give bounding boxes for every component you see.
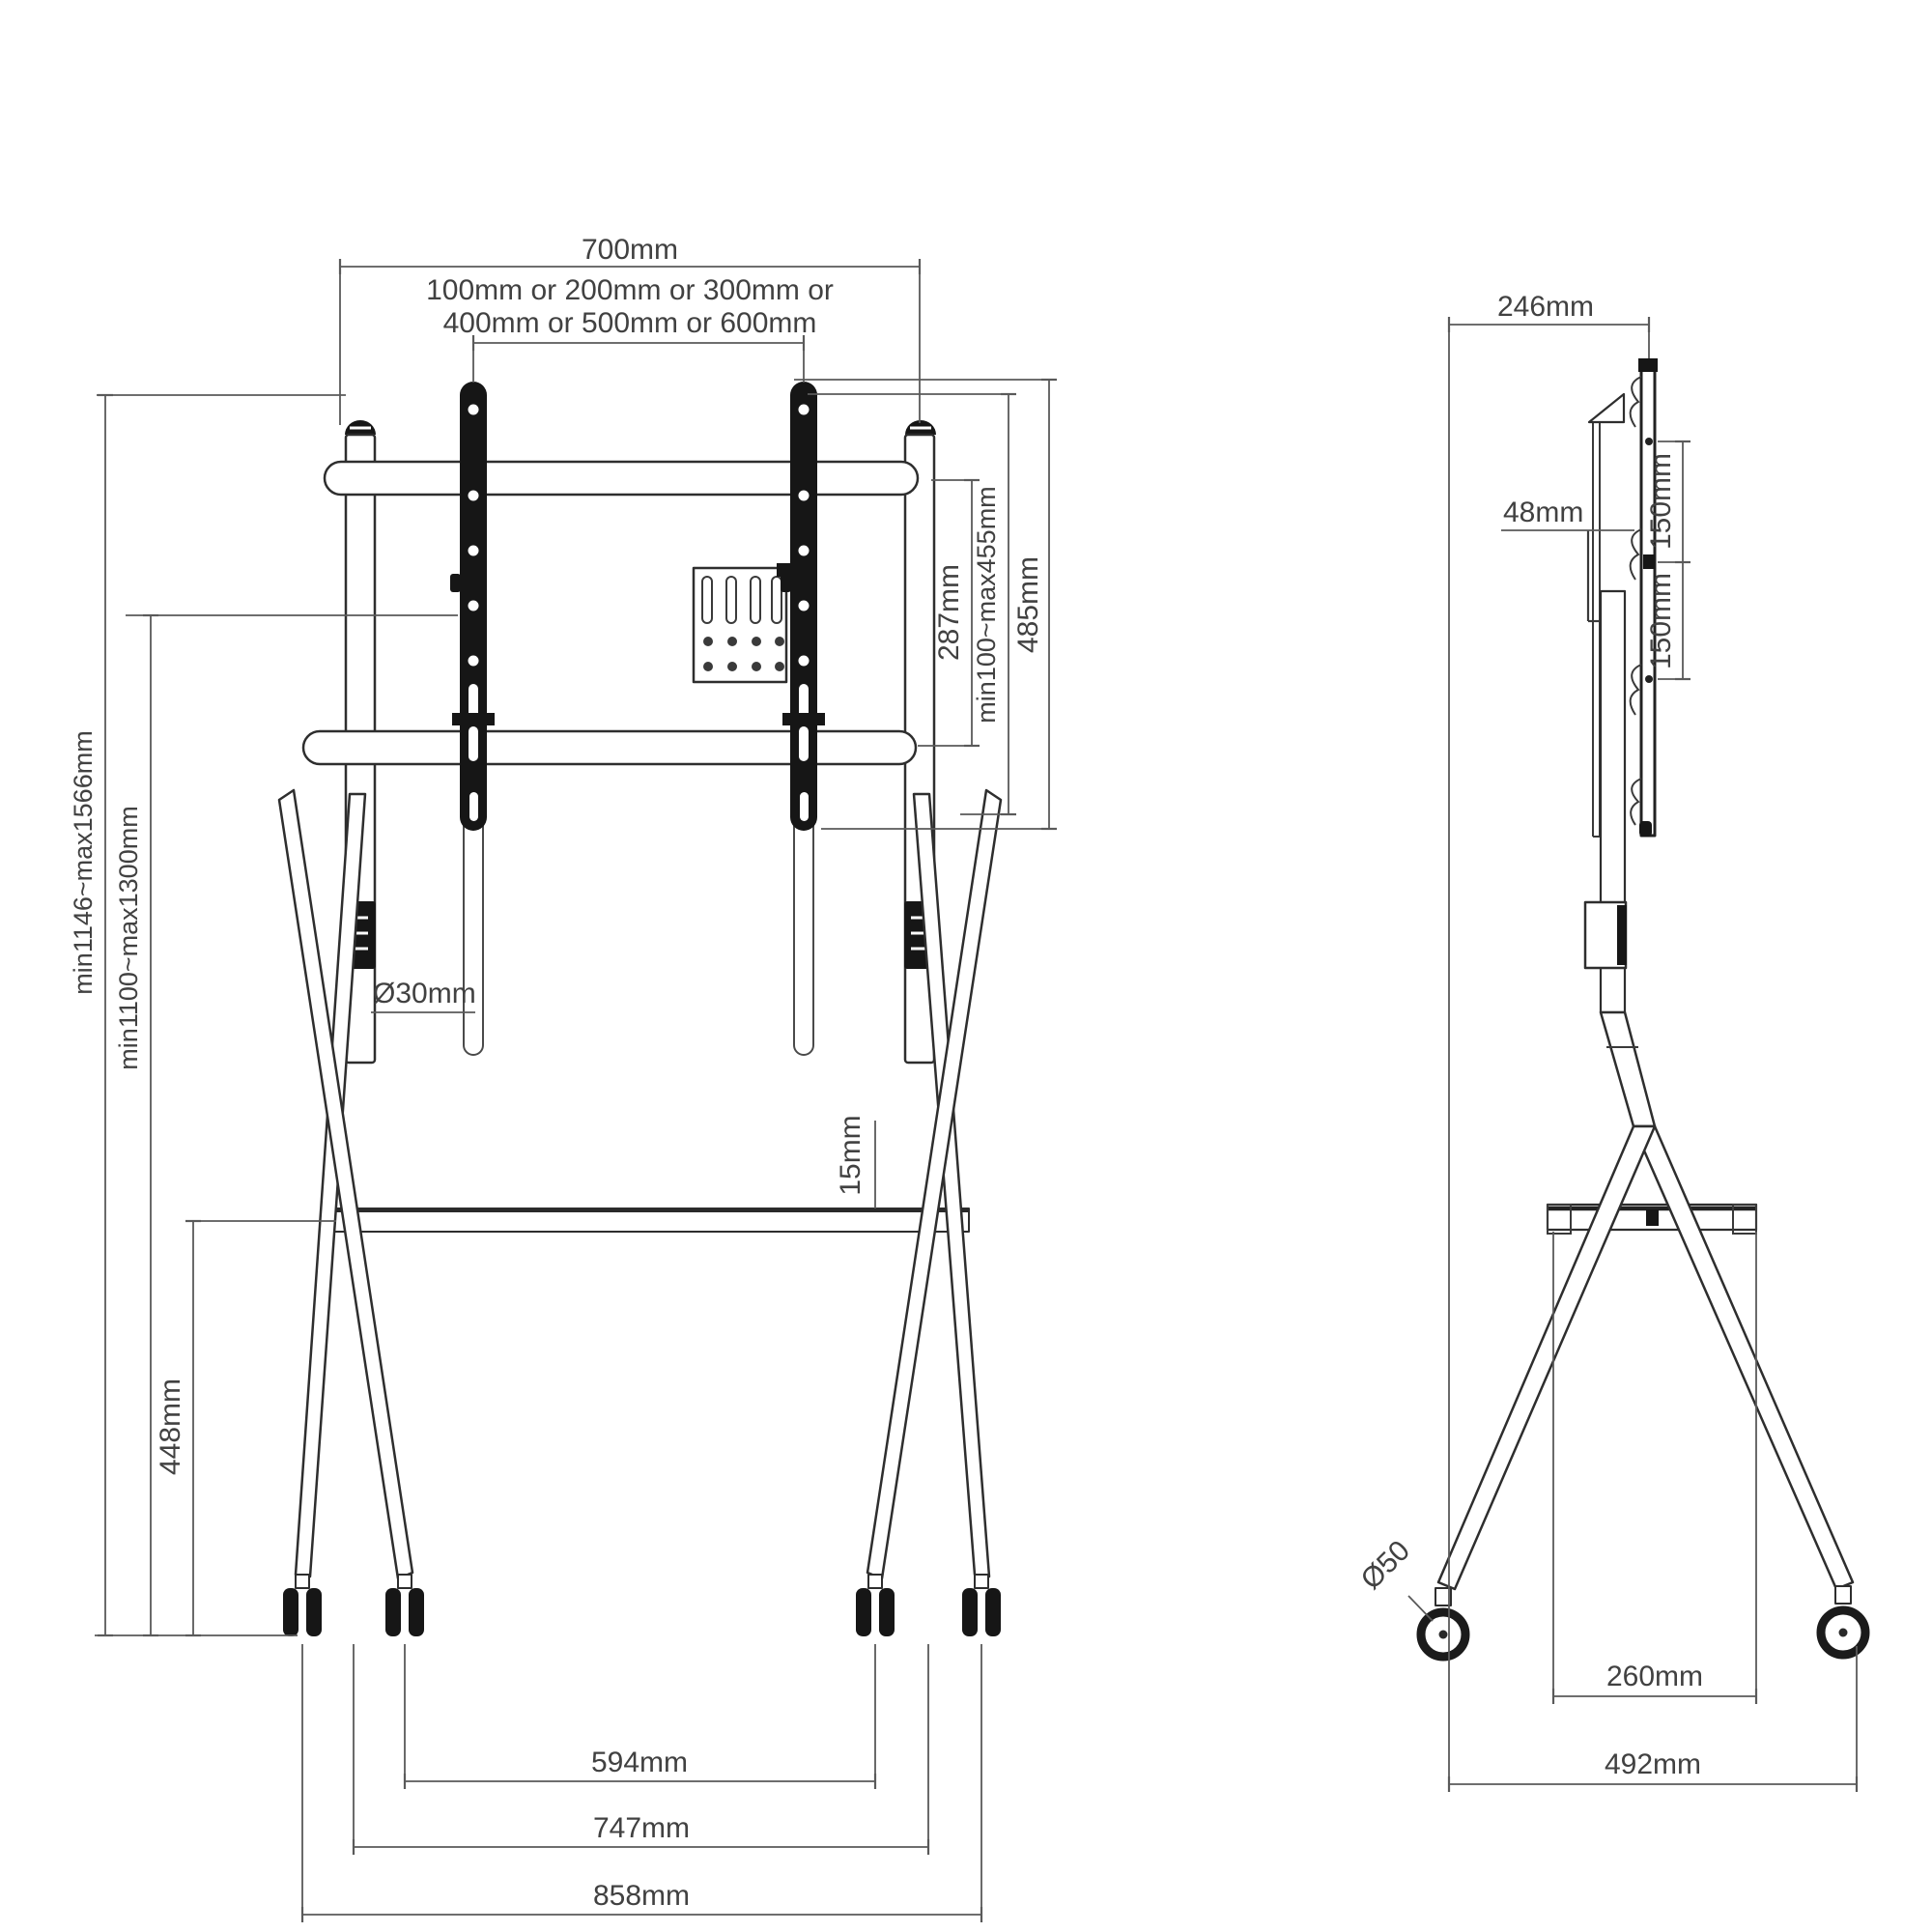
- front-structure: [277, 382, 1003, 1636]
- right-vesa-bracket: [781, 382, 825, 831]
- dim-vesa-height-range-label: min100~max455mm: [972, 486, 1001, 723]
- dim-vesa-width: 100mm or 200mm or 300mm or 400mm or 500m…: [426, 274, 834, 383]
- dim-vesa-spacing: 150mm 150mm: [1645, 440, 1690, 681]
- dim-vesa-height-range: min100~max455mm: [808, 392, 1016, 816]
- dim-mid-casters: 747mm: [352, 1644, 930, 1855]
- dim-shelf-thickness-label: 15mm: [835, 1115, 867, 1195]
- side-column-clamp: [1583, 900, 1628, 970]
- dim-shelf-depth-label: 260mm: [1606, 1661, 1703, 1692]
- dim-bracket-length: 485mm: [794, 378, 1057, 831]
- dim-crossbar-spacing: 287mm: [918, 478, 980, 748]
- dim-caster-spread: 492mm: [1447, 1646, 1859, 1792]
- dim-screen-height: min1100~max1300mm: [114, 613, 458, 1637]
- dim-pole-diameter: Ø30mm: [371, 978, 476, 1013]
- dim-top-width: 700mm: [338, 234, 922, 425]
- dim-bracket-length-label: 485mm: [1012, 556, 1044, 653]
- front-legs: [277, 788, 1003, 1580]
- front-leg: [1436, 1124, 1657, 1591]
- dim-depth-label: 246mm: [1497, 291, 1594, 323]
- side-view: 246mm 48mm 150mm 150mm Ø50: [1355, 291, 1870, 1792]
- dim-bracket-offset: 48mm: [1501, 497, 1634, 531]
- dim-caster-diameter-label: Ø50: [1355, 1535, 1416, 1596]
- left-inner-leg: [277, 788, 414, 1580]
- front-dimensions: 700mm 100mm or 200mm or 300mm or 400mm o…: [69, 234, 1057, 1922]
- dim-shelf-height: 448mm: [155, 1219, 336, 1637]
- front-caster-side: [1416, 1587, 1470, 1662]
- dim-outer-casters: 858mm: [300, 1644, 983, 1922]
- dim-caster-diameter: Ø50: [1355, 1535, 1434, 1622]
- dim-shelf-thickness: 15mm: [835, 1115, 876, 1208]
- dim-outer-casters-label: 858mm: [593, 1880, 690, 1912]
- front-view: 700mm 100mm or 200mm or 300mm or 400mm o…: [69, 234, 1057, 1922]
- rear-leg: [1632, 1124, 1855, 1591]
- dim-inner-casters: 594mm: [403, 1644, 877, 1789]
- dim-shelf-height-label: 448mm: [155, 1378, 186, 1475]
- dim-overall-height: min1146~max1566mm: [69, 393, 346, 1637]
- dim-crossbar-spacing-label: 287mm: [933, 564, 965, 661]
- caster: [856, 1574, 895, 1636]
- dim-shelf-depth: 260mm: [1551, 1232, 1758, 1704]
- front-shelf: [327, 1208, 970, 1233]
- dim-depth: 246mm: [1447, 291, 1651, 358]
- dim-mid-casters-label: 747mm: [593, 1812, 690, 1844]
- left-vesa-bracket: [450, 382, 495, 831]
- rear-caster-side: [1816, 1585, 1870, 1660]
- front-casters: [283, 1574, 1001, 1636]
- dim-caster-spread-label: 492mm: [1605, 1748, 1701, 1780]
- side-dimensions: 246mm 48mm 150mm 150mm Ø50: [1355, 291, 1859, 1792]
- side-shelf: [1546, 1203, 1758, 1235]
- dim-vesa-lower-label: 150mm: [1645, 573, 1677, 669]
- mount-panel: [1629, 358, 1658, 838]
- dim-inner-casters-label: 594mm: [591, 1747, 688, 1778]
- caster: [385, 1574, 424, 1636]
- leg-junction: [1599, 1010, 1657, 1128]
- caster: [283, 1574, 322, 1636]
- caster: [962, 1574, 1001, 1636]
- dim-pole-diameter-label: Ø30mm: [373, 978, 476, 1009]
- panel-hooks: [1629, 376, 1642, 826]
- dim-screen-height-label: min1100~max1300mm: [114, 806, 143, 1069]
- left-adjust-tube: [463, 791, 484, 1056]
- accessory-plate: [692, 563, 792, 684]
- dim-overall-height-label: min1146~max1566mm: [69, 730, 98, 994]
- side-structure: [1416, 358, 1870, 1662]
- lower-crossbar: [301, 729, 918, 766]
- dim-vesa-width-label-2: 400mm or 500mm or 600mm: [443, 307, 817, 339]
- dim-vesa-width-label-1: 100mm or 200mm or 300mm or: [426, 274, 834, 306]
- dim-top-width-label: 700mm: [582, 234, 678, 266]
- dim-vesa-upper-label: 150mm: [1645, 453, 1677, 550]
- upper-crossbar: [323, 460, 920, 497]
- dim-bracket-offset-label: 48mm: [1503, 497, 1583, 528]
- right-adjust-tube: [793, 791, 814, 1056]
